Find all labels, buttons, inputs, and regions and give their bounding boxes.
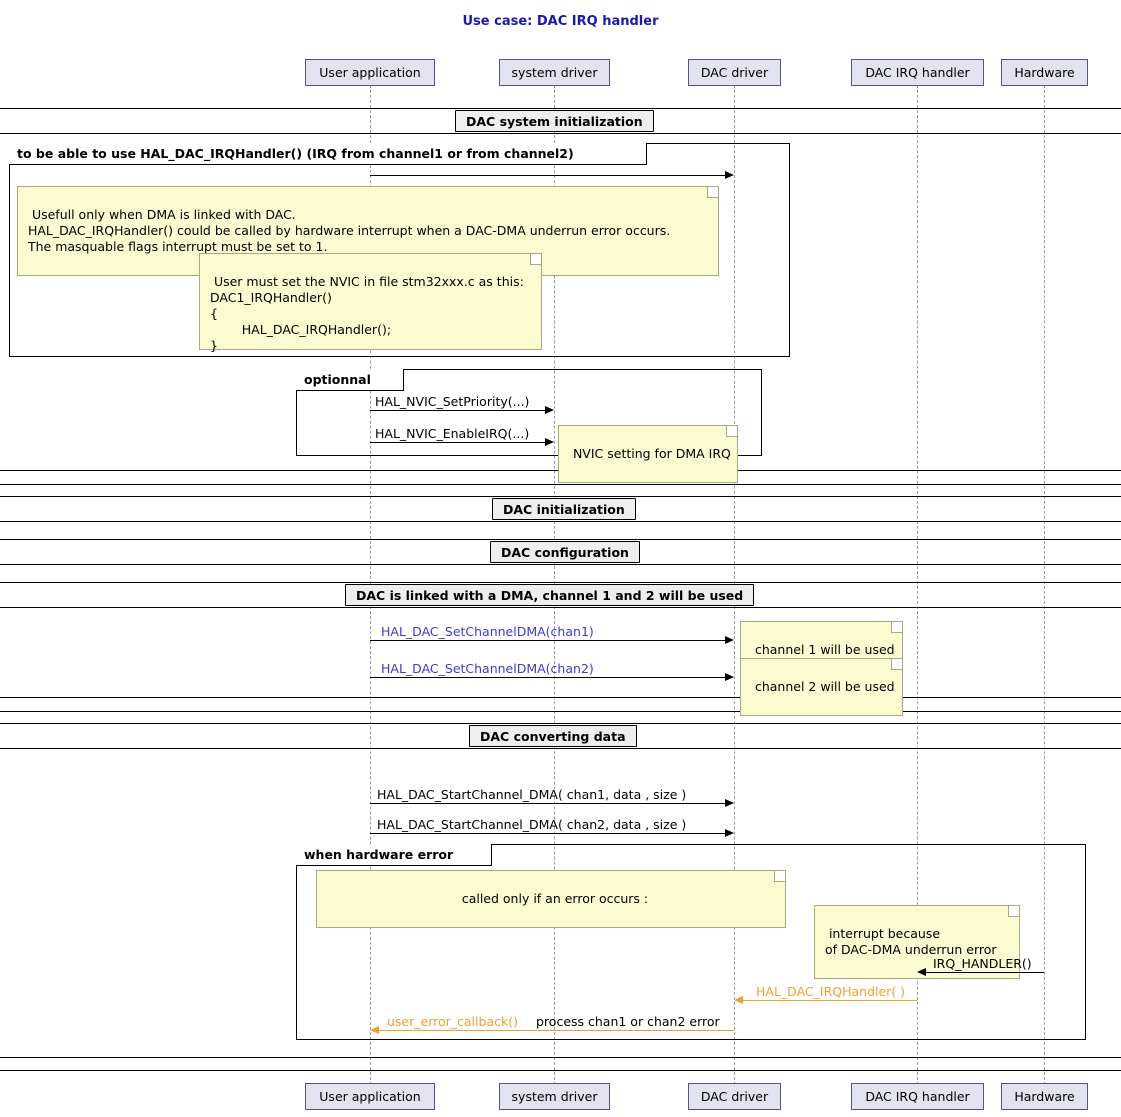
note-text: User must set the NVIC in file stm32xxx.… — [209, 274, 524, 353]
message-arrow-line — [370, 803, 725, 804]
message-label-user-error-callback: user_error_callback() — [387, 1014, 518, 1029]
message-arrow-head — [725, 673, 734, 681]
message-arrow-head — [917, 968, 926, 976]
divider-line — [0, 607, 1121, 608]
separator-dac-converting-data: DAC converting data — [469, 725, 637, 747]
note-fold-icon — [1008, 906, 1019, 917]
note-nvic-dma-irq: NVIC setting for DMA IRQ — [558, 425, 738, 483]
divider-line — [0, 748, 1121, 749]
message-arrow-head — [734, 996, 743, 1004]
message-arrow-line — [370, 833, 725, 834]
message-arrow-line — [370, 442, 545, 443]
participant-user-application-top[interactable]: User application — [305, 59, 435, 86]
divider-line — [0, 564, 1121, 565]
message-arrow-line — [370, 175, 725, 176]
separator-dac-linked-dma: DAC is linked with a DMA, channel 1 and … — [345, 584, 755, 606]
message-arrow-head — [545, 438, 554, 446]
message-label-hal-dac-startchannel-dma-chan1: HAL_DAC_StartChannel_DMA( chan1, data , … — [377, 787, 687, 802]
message-arrow-head — [370, 1026, 379, 1034]
note-interrupt-underrun: interrupt because of DAC-DMA underrun er… — [814, 905, 1020, 979]
note-text: NVIC setting for DMA IRQ — [572, 446, 731, 461]
message-arrow-line — [370, 640, 725, 641]
participant-system-driver-top[interactable]: system driver — [499, 59, 610, 86]
message-arrow-line — [743, 1000, 917, 1001]
participant-dac-irq-handler-top[interactable]: DAC IRQ handler — [851, 59, 984, 86]
message-label-hal-dac-setchanneldma-chan1: HAL_DAC_SetChannelDMA(chan1) — [381, 624, 594, 639]
note-text: Usefull only when DMA is linked with DAC… — [27, 207, 671, 254]
message-label-hal-dac-startchannel-dma-chan2: HAL_DAC_StartChannel_DMA( chan2, data , … — [377, 817, 687, 832]
note-text: channel 1 will be used — [754, 642, 895, 657]
lifeline-line-hardware — [1044, 85, 1045, 1085]
separator-dac-configuration: DAC configuration — [490, 541, 640, 563]
message-arrow-head — [725, 829, 734, 837]
frame-label-hal-dac-irqhandler: to be able to use HAL_DAC_IRQHandler() (… — [9, 143, 647, 165]
note-text: called only if an error occurs : — [461, 891, 649, 906]
participant-hardware-top[interactable]: Hardware — [1001, 59, 1088, 86]
note-fold-icon — [891, 659, 902, 670]
frame-optionnal — [296, 369, 762, 456]
participant-dac-irq-handler-bottom[interactable]: DAC IRQ handler — [851, 1083, 984, 1110]
note-text: channel 2 will be used — [754, 679, 895, 694]
participant-system-driver-bottom[interactable]: system driver — [499, 1083, 610, 1110]
note-text: interrupt because of DAC-DMA underrun er… — [824, 926, 997, 957]
divider-line — [0, 1070, 1121, 1071]
message-arrow-line — [370, 677, 725, 678]
divider-line — [0, 496, 1121, 497]
note-fold-icon — [726, 426, 737, 437]
message-label-hal-nvic-setpriority: HAL_NVIC_SetPriority(...) — [375, 394, 530, 409]
message-arrow-line — [926, 972, 1044, 973]
lifeline-line-dac-irq-handler — [917, 85, 918, 1085]
participant-hardware-bottom[interactable]: Hardware — [1001, 1083, 1088, 1110]
divider-line — [0, 582, 1121, 583]
message-label-hal-dac-irqhandler-call: HAL_DAC_IRQHandler( ) — [756, 984, 906, 999]
message-arrow-line — [370, 410, 545, 411]
message-arrow-head — [725, 799, 734, 807]
note-fold-icon — [707, 187, 718, 198]
message-label-hal-nvic-enableirq: HAL_NVIC_EnableIRQ(...) — [375, 426, 530, 441]
message-arrow-head — [545, 406, 554, 414]
divider-line — [0, 133, 1121, 134]
divider-line — [0, 723, 1121, 724]
divider-line — [0, 539, 1121, 540]
divider-line — [0, 697, 1121, 698]
note-channel2-used: channel 2 will be used — [740, 658, 903, 716]
divider-line — [0, 1057, 1121, 1058]
note-called-only-if-error: called only if an error occurs : — [316, 870, 786, 928]
participant-dac-driver-bottom[interactable]: DAC driver — [688, 1083, 781, 1110]
frame-label-when-hardware-error: when hardware error — [296, 844, 492, 866]
divider-line — [0, 521, 1121, 522]
message-label-hal-dac-setchanneldma-chan2: HAL_DAC_SetChannelDMA(chan2) — [381, 661, 594, 676]
separator-dac-system-initialization: DAC system initialization — [455, 110, 654, 132]
separator-dac-initialization: DAC initialization — [492, 498, 636, 520]
message-label-process-chan-error: process chan1 or chan2 error — [536, 1014, 720, 1029]
divider-line — [0, 108, 1121, 109]
message-arrow-line — [379, 1030, 734, 1031]
frame-when-hardware-error — [296, 844, 1086, 1040]
note-fold-icon — [774, 871, 785, 882]
message-arrow-head — [725, 636, 734, 644]
divider-line — [0, 711, 1121, 712]
frame-label-optionnal: optionnal — [296, 369, 404, 391]
note-fold-icon — [530, 254, 541, 265]
message-arrow-head — [725, 171, 734, 179]
note-fold-icon — [891, 622, 902, 633]
note-nvic-setup: User must set the NVIC in file stm32xxx.… — [199, 253, 542, 353]
message-label-irq-handler: IRQ_HANDLER() — [933, 956, 1032, 971]
participant-user-application-bottom[interactable]: User application — [305, 1083, 435, 1110]
note-dma-usage: Usefull only when DMA is linked with DAC… — [17, 186, 719, 276]
divider-line — [0, 484, 1121, 485]
page-title: Use case: DAC IRQ handler — [462, 14, 659, 29]
participant-dac-driver-top[interactable]: DAC driver — [688, 59, 781, 86]
